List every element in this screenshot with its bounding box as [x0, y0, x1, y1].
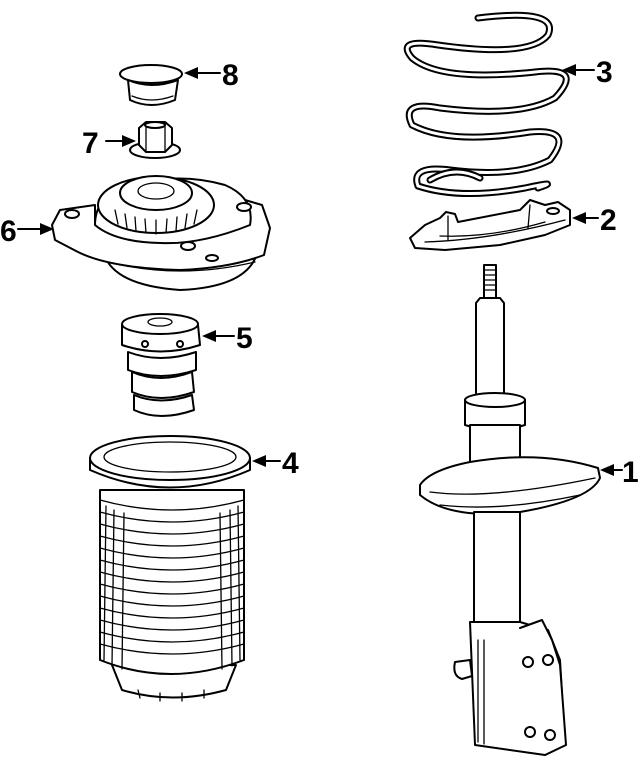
- callout-7: 7: [82, 127, 136, 160]
- callout-3-label: 3: [596, 56, 613, 89]
- callout-4: 4: [252, 447, 299, 480]
- callout-5-label: 5: [236, 322, 253, 355]
- callout-5: 5: [202, 322, 253, 355]
- part-6-strut-mount: [51, 175, 271, 291]
- callout-6-label: 6: [0, 215, 17, 248]
- part-5-bumper: [121, 313, 201, 417]
- part-4-dust-boot: [89, 435, 251, 702]
- callout-7-label: 7: [82, 127, 99, 160]
- callout-8: 8: [184, 59, 239, 92]
- callout-2-label: 2: [600, 204, 617, 237]
- callout-1: 1: [600, 456, 639, 489]
- callout-8-label: 8: [222, 59, 239, 92]
- callout-1-label: 1: [622, 456, 639, 489]
- callout-6: 6: [0, 215, 54, 248]
- part-1-strut: [419, 264, 601, 756]
- part-7-nut: [129, 121, 181, 159]
- callout-2: 2: [572, 204, 617, 237]
- part-8-cap: [119, 64, 183, 106]
- callout-3: 3: [562, 56, 613, 89]
- part-2-spring-seat: [409, 199, 571, 251]
- callout-4-label: 4: [282, 447, 299, 480]
- part-3-coil-spring: [403, 11, 570, 198]
